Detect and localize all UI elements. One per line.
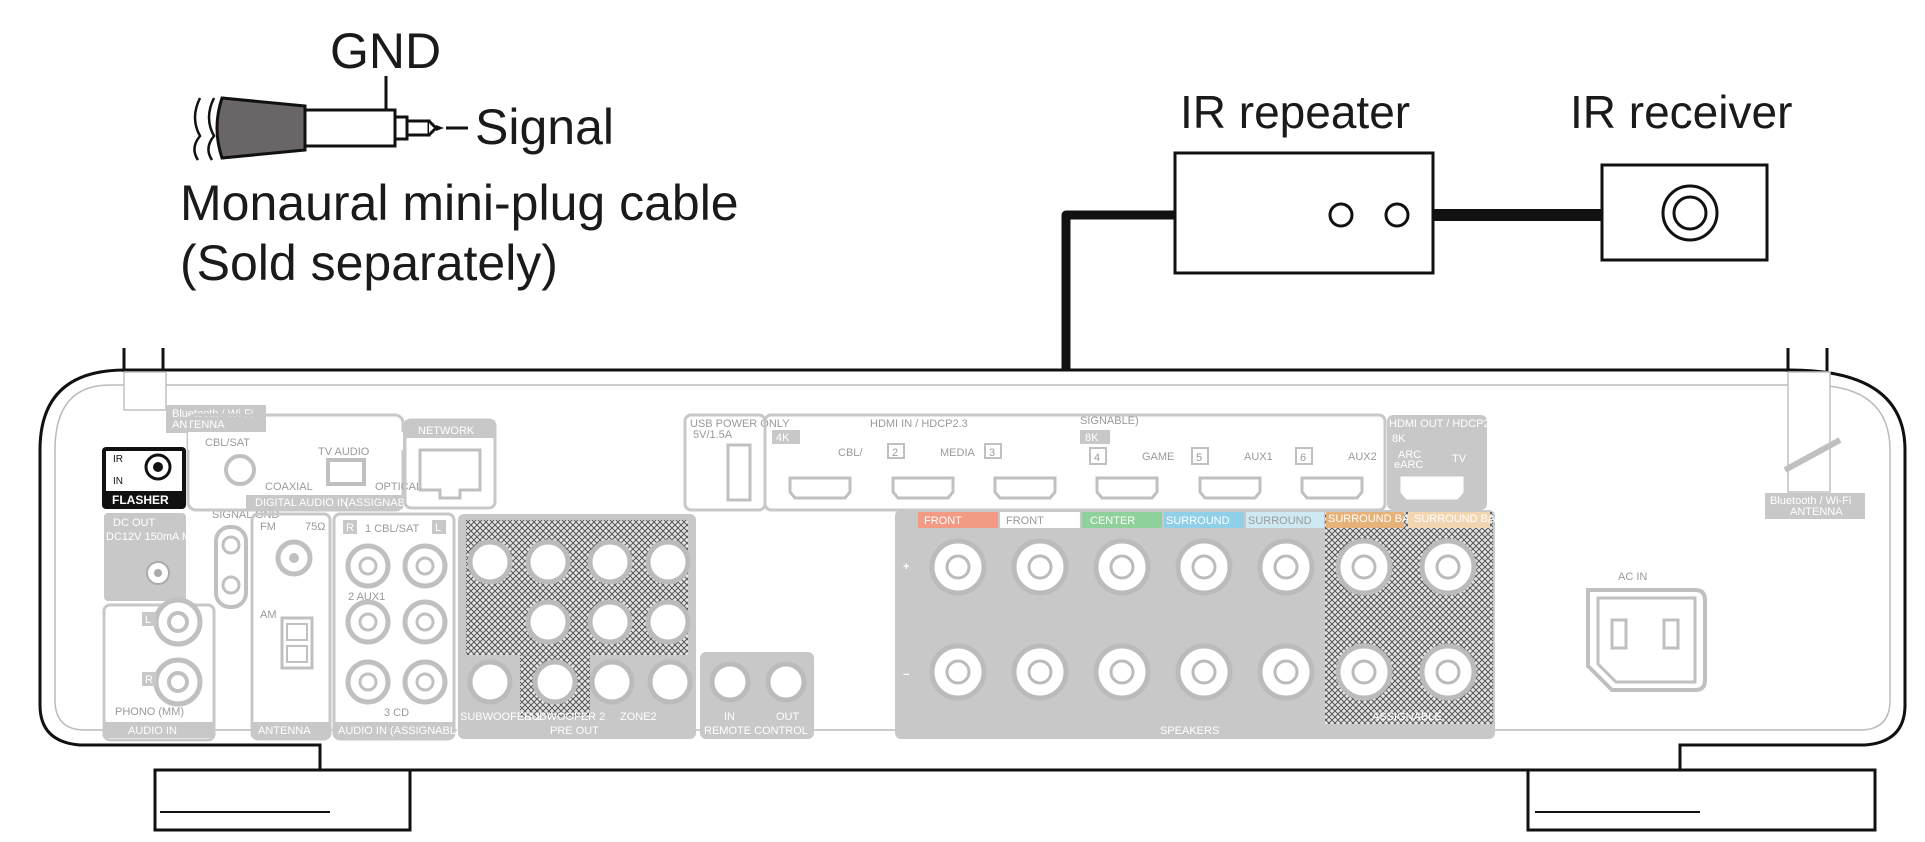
hdmi-4-label: 4 [1094, 452, 1100, 464]
subwoofer2-label: SUBWOOFER 2 [524, 711, 605, 723]
rca-aux1-label: 2 AUX1 [348, 591, 385, 603]
optical-label: OPTICAL [375, 481, 422, 493]
tv-audio-label: TV AUDIO [318, 446, 370, 458]
earc-label: eARC [1394, 459, 1423, 471]
flasher-label: FLASHER [112, 493, 169, 507]
hdmi-2-label: 2 [892, 447, 898, 459]
digital-audio-in-block [186, 413, 405, 512]
hdmi-4k-label: 4K [776, 432, 790, 444]
am-fm-antenna-label: ANTENNA [258, 725, 311, 737]
dc-spec-label: DC12V 150mA MAX. [106, 531, 209, 543]
signal-gnd-label: SIGNAL GND [212, 509, 279, 521]
remote-in-label: IN [724, 711, 735, 723]
phono-l-label: L [145, 614, 151, 626]
phono-r-label: R [145, 674, 153, 686]
assignable-label: ASSIGNABLE [1372, 711, 1442, 723]
remote-out-label: OUT [776, 711, 800, 723]
ac-in-label: AC IN [1618, 571, 1647, 583]
ir-receiver-box [1600, 163, 1769, 262]
dc-out-label: DC OUT [113, 517, 155, 529]
front-r-label: FRONT [924, 515, 962, 527]
am-label: AM [260, 609, 277, 621]
hdmi-5-label: 5 [1196, 452, 1202, 464]
speakers-label: SPEAKERS [1160, 725, 1219, 737]
usb-spec-label: 5V/1.5A [693, 429, 733, 441]
rca-r-label: R [346, 522, 354, 534]
audio-in-label: AUDIO IN [128, 725, 177, 737]
plus-label: + [903, 561, 909, 573]
arc-label: ARC [1398, 449, 1421, 461]
bt-antenna-right-icon [1783, 437, 1842, 473]
front-l-label: FRONT [1006, 515, 1044, 527]
hdmi-out-8k-label: 8K [1392, 433, 1406, 445]
hdmi-tv-label: TV [1452, 453, 1467, 465]
bt-wifi-right-label: Bluetooth / Wi-Fi [1770, 495, 1851, 507]
hdmi-out-label: HDMI OUT / HDCP2.3 [1389, 418, 1499, 430]
rca-l-label: L [435, 522, 441, 534]
ir-repeater-label: IR repeater [1180, 86, 1410, 138]
rca-cbl-sat-label: 1 CBL/SAT [365, 523, 419, 535]
ir-receiver-label: IR receiver [1570, 86, 1792, 138]
hdmi-cbl-label: CBL/ [838, 447, 863, 459]
fm-am-antenna-block [250, 512, 332, 741]
zone2-label: ZONE2 [620, 711, 657, 723]
pre-out-label: PRE OUT [550, 725, 599, 737]
center-label: CENTER [1090, 515, 1135, 527]
hdmi-8k-label: 8K [1085, 432, 1099, 444]
rca-cd-label: 3 CD [384, 707, 409, 719]
cable-name-label: Monaural mini-plug cable [180, 175, 739, 231]
hdmi-media-label: MEDIA [940, 447, 976, 459]
hdmi-6-label: 6 [1300, 452, 1306, 464]
cbl-sat-label: CBL/SAT [205, 437, 250, 449]
audio-in-assignable-label: AUDIO IN (ASSIGNABLE) [338, 725, 467, 737]
in-label: IN [113, 476, 123, 487]
signal-label: Signal [475, 99, 614, 155]
hdmi-in-label: HDMI IN / HDCP2.3 [870, 418, 968, 430]
remote-control-label: REMOTE CONTROL [704, 725, 808, 737]
hdmi-assignable-label: SIGNABLE) [1080, 415, 1139, 427]
mini-plug-cable-illustration [193, 76, 468, 161]
digital-assignable-label: (ASSIGNABLE) [345, 497, 422, 509]
ir-label: IR [113, 454, 123, 465]
minus-label: − [903, 669, 909, 681]
bt-antenna-label: ANTENNA [172, 419, 225, 431]
network-label: NETWORK [418, 425, 475, 437]
hdmi-game-label: GAME [1142, 451, 1174, 463]
hdmi-aux2-label: AUX2 [1348, 451, 1377, 463]
audio-in-rca-block [332, 512, 456, 741]
av-receiver-rear-panel: Bluetooth / Wi-Fi ANTENNA IR IN FLASHER … [38, 348, 1907, 832]
fm-ohm-label: 75Ω [305, 521, 325, 533]
repeater-jack-icon [1384, 202, 1410, 228]
surround-back-r-label: SURROUND BACK [1328, 513, 1425, 525]
repeater-jack-icon [1328, 202, 1354, 228]
subwoofer1-label: SUBWOOFER 1 [460, 711, 541, 723]
phono-label: PHONO (MM) [115, 706, 184, 718]
coaxial-label: COAXIAL [265, 481, 313, 493]
gnd-label: GND [330, 23, 441, 79]
surround-l-label: SURROUND [1248, 515, 1312, 527]
cable-sold-separately-label: (Sold separately) [180, 235, 558, 291]
hdmi-3-label: 3 [989, 447, 995, 459]
fm-label: FM [260, 521, 276, 533]
digital-audio-in-label: DIGITAL AUDIO IN [255, 497, 348, 509]
phono-block [102, 603, 216, 742]
bt-antenna-right-label: ANTENNA [1790, 506, 1843, 518]
ir-repeater-box [1173, 151, 1435, 275]
hdmi-aux1-label: AUX1 [1244, 451, 1273, 463]
surround-r-label: SURROUND [1166, 515, 1230, 527]
surround-back-l-label: SURROUND BACK [1414, 513, 1511, 525]
